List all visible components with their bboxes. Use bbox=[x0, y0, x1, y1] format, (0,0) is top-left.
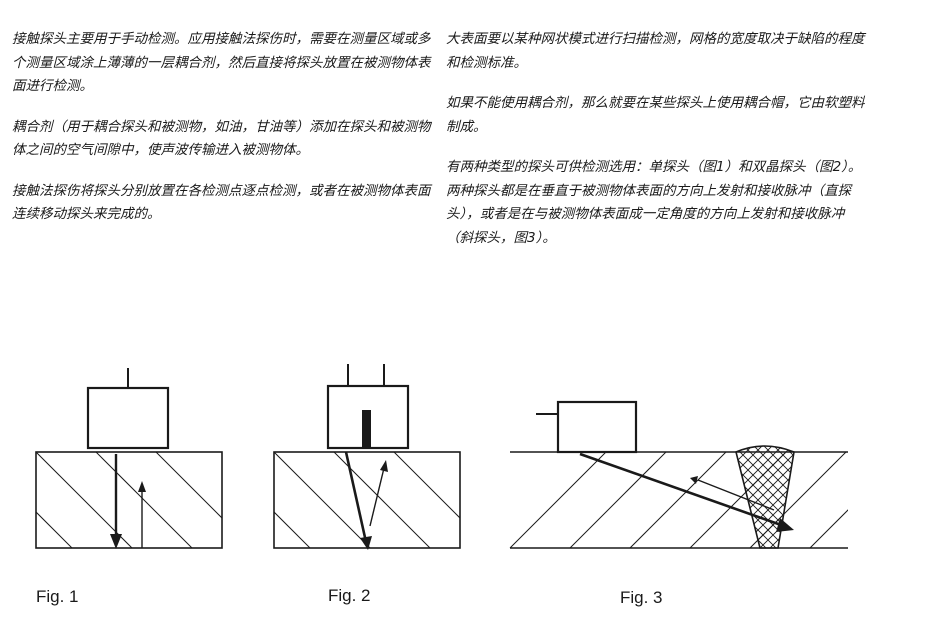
paragraph: 有两种类型的探头可供检测选用：单探头（图1）和双晶探头（图2）。两种探头都是在垂… bbox=[446, 159, 862, 246]
probe-body bbox=[326, 364, 410, 450]
figure-3-caption: Fig. 3 bbox=[620, 588, 663, 607]
figure-1-single-probe bbox=[35, 368, 223, 549]
paragraph: 大表面要以某种网状模式进行扫描检测，网格的宽度取决于缺陷的程度和检测标准。 bbox=[446, 31, 865, 71]
test-object bbox=[509, 451, 848, 549]
weld-seam bbox=[735, 445, 795, 549]
left-text-column: 接触探头主要用于手动检测。应用接触法探伤时，需要在测量区域或多个测量区域涂上薄薄… bbox=[12, 28, 432, 244]
acoustic-barrier bbox=[362, 410, 371, 448]
sound-path-arrows bbox=[579, 452, 794, 532]
figure-3-angle-probe bbox=[509, 400, 848, 549]
figure-1-caption: Fig. 1 bbox=[36, 587, 79, 606]
sound-path-arrows bbox=[344, 451, 388, 550]
probe-body bbox=[536, 400, 638, 454]
test-object bbox=[273, 451, 461, 549]
paragraph: 接触探头主要用于手动检测。应用接触法探伤时，需要在测量区域或多个测量区域涂上薄薄… bbox=[12, 31, 431, 94]
paragraph: 如果不能使用耦合剂，那么就要在某些探头上使用耦合帽，它由软塑料制成。 bbox=[446, 95, 865, 135]
paragraph: 接触法探伤将探头分别放置在各检测点逐点检测，或者在被测物体表面连续移动探头来完成… bbox=[12, 182, 431, 223]
probe-body bbox=[86, 368, 170, 450]
test-object bbox=[35, 451, 223, 549]
paragraph: 耦合剂（用于耦合探头和被测物，如油，甘油等）添加在探头和被测物体之间的空气间隙中… bbox=[12, 118, 431, 159]
sound-path-arrows bbox=[110, 454, 146, 549]
right-text-column: 大表面要以某种网状模式进行扫描检测，网格的宽度取决于缺陷的程度和检测标准。 如果… bbox=[446, 28, 866, 267]
figure-2-caption: Fig. 2 bbox=[328, 586, 371, 605]
figure-2-dual-probe bbox=[273, 364, 461, 550]
